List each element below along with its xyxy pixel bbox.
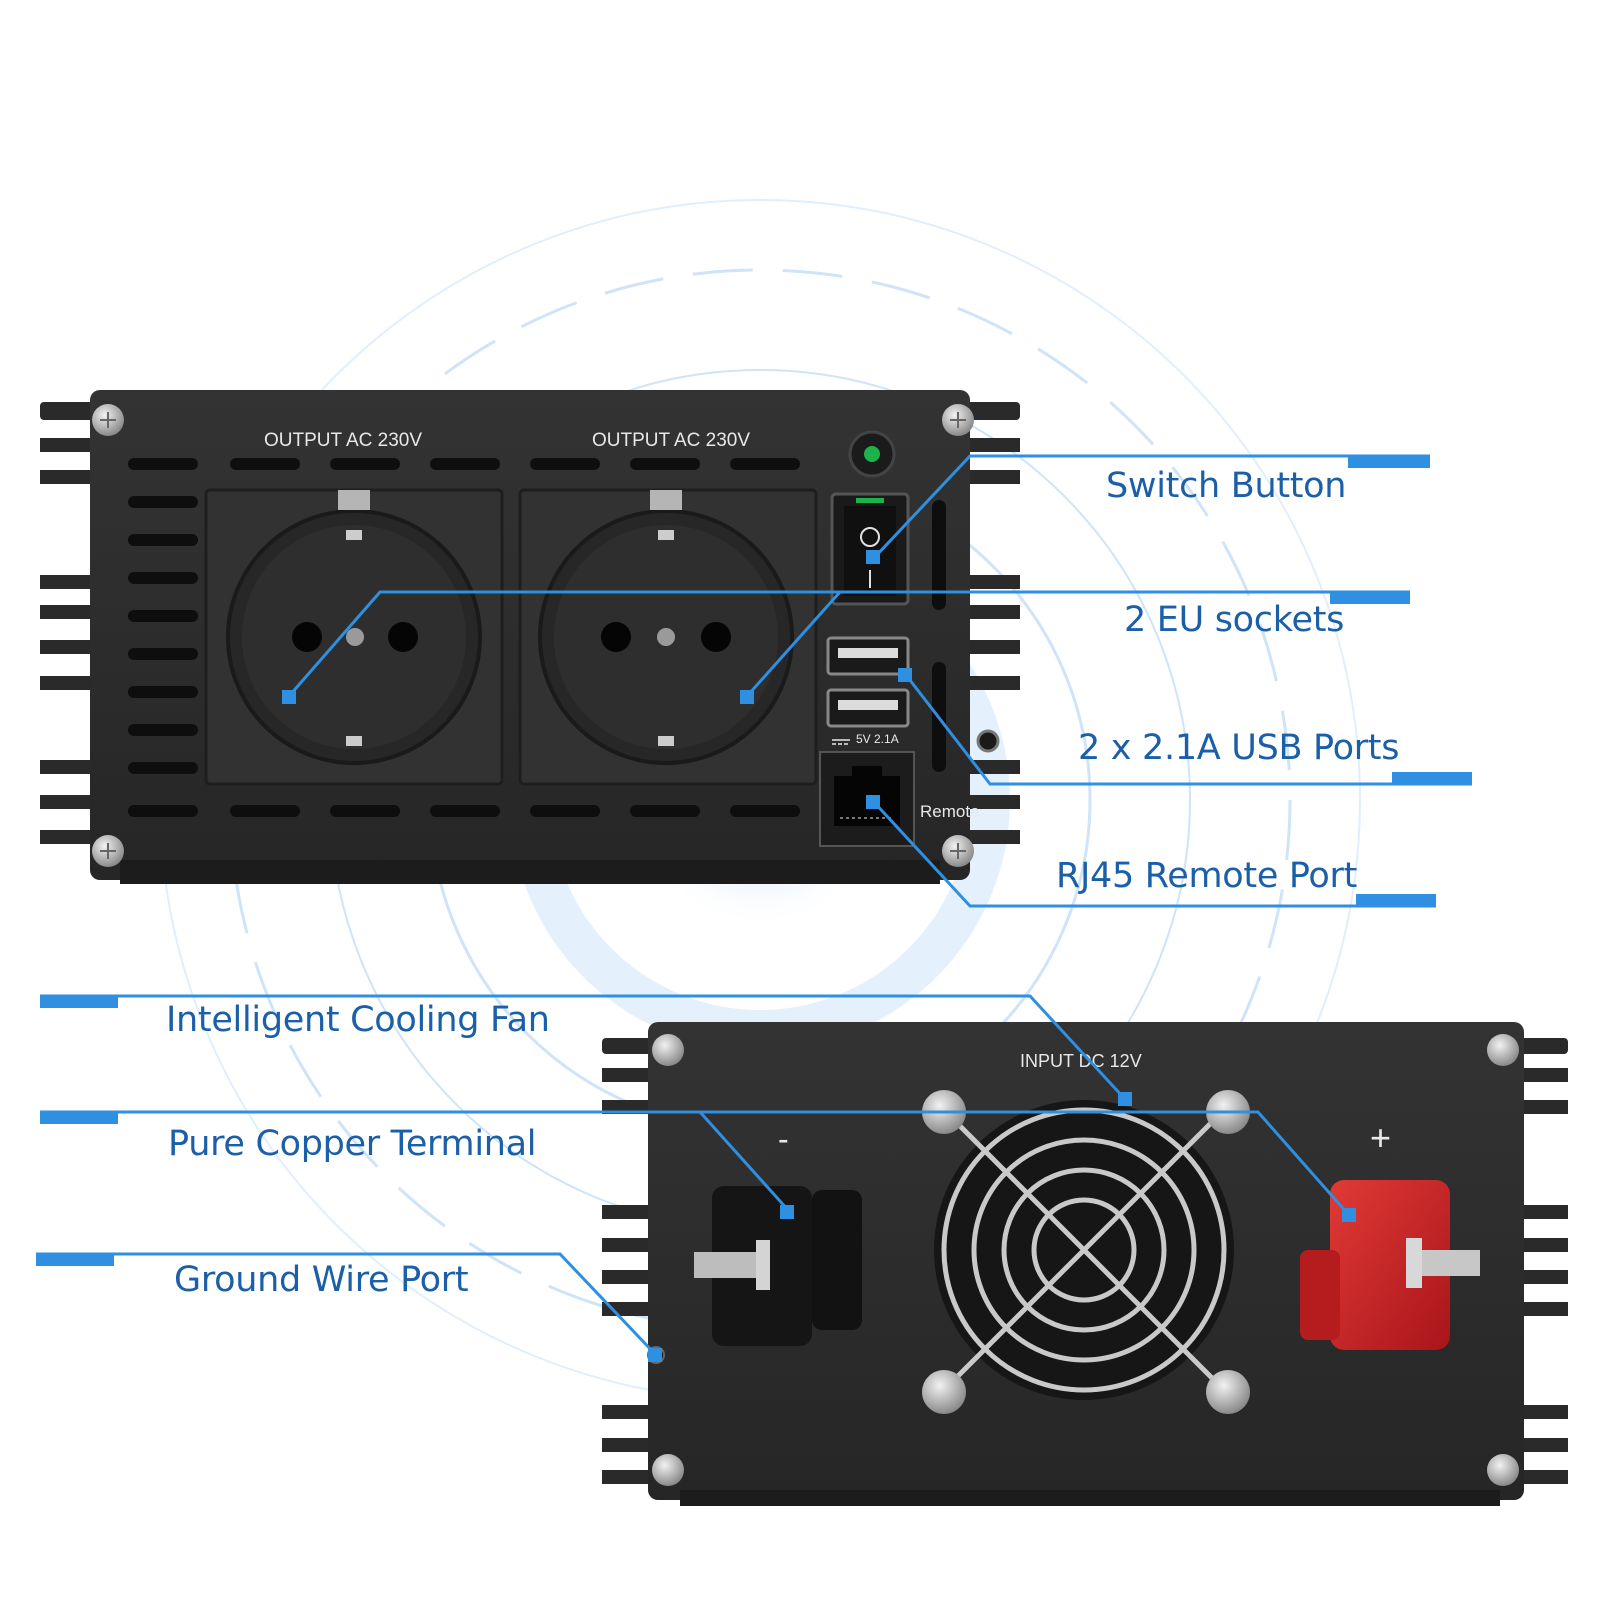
callout-ground-port: Ground Wire Port — [174, 1260, 469, 1300]
positive-terminal[interactable] — [1300, 1180, 1480, 1350]
power-led-icon — [848, 430, 896, 478]
callout-end-bars — [36, 456, 1472, 1362]
screw-icon — [92, 404, 974, 867]
cooling-fan — [922, 1090, 1250, 1414]
power-switch[interactable] — [830, 492, 910, 606]
screw-icon — [652, 1034, 1519, 1486]
output-label-right: OUTPUT AC 230V — [592, 430, 750, 451]
output-label-left: OUTPUT AC 230V — [264, 430, 422, 451]
callout-lines — [36, 454, 1472, 1357]
front-panel: OUTPUT AC 230V OUTPUT AC 230V — [40, 390, 1020, 884]
callout-rj45-port: RJ45 Remote Port — [1056, 856, 1358, 896]
positive-symbol: + — [1370, 1117, 1391, 1158]
callout-switch-button: Switch Button — [1106, 466, 1347, 506]
usb-ports[interactable] — [826, 636, 910, 728]
eu-socket-left[interactable] — [204, 488, 504, 786]
negative-symbol: - — [778, 1121, 789, 1157]
eu-socket-right[interactable] — [518, 488, 818, 786]
callout-usb-ports: 2 x 2.1A USB Ports — [1078, 728, 1400, 768]
remote-label: Remote — [920, 802, 980, 821]
usb-rating-label: 5V 2.1A — [856, 732, 899, 746]
callout-eu-sockets: 2 EU sockets — [1124, 600, 1345, 640]
negative-terminal[interactable] — [694, 1186, 862, 1346]
input-label: INPUT DC 12V — [1020, 1051, 1142, 1071]
rear-panel: INPUT DC 12V — [602, 1022, 1568, 1506]
callout-copper-terminal: Pure Copper Terminal — [168, 1124, 537, 1164]
callout-cooling-fan: Intelligent Cooling Fan — [166, 1000, 550, 1040]
